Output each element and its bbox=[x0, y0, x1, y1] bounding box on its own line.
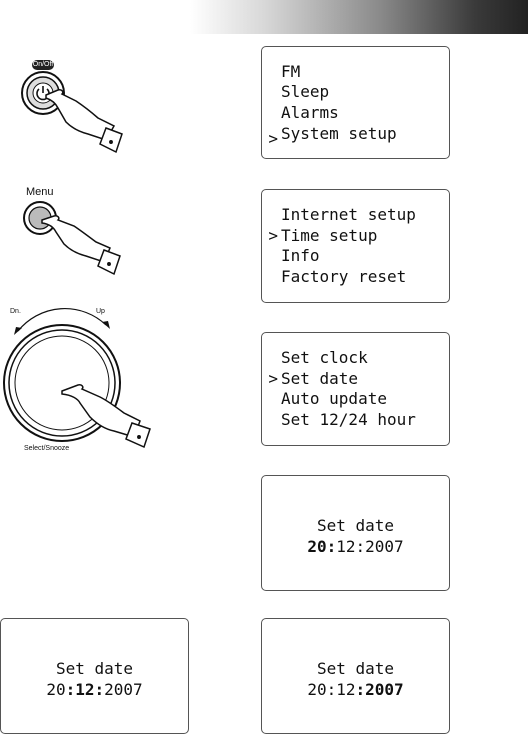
menu-item-internet-setup: Internet setup bbox=[281, 205, 416, 225]
date-separator: : bbox=[327, 680, 337, 699]
menu-item-set-date: Set date bbox=[281, 369, 358, 389]
date-separator: : bbox=[66, 680, 76, 699]
pointing-hand-icon bbox=[42, 216, 120, 274]
menu-item-auto-update: Auto update bbox=[281, 389, 387, 409]
lcd-screen-set-date-month: Set date 20:12:2007 bbox=[0, 618, 189, 734]
date-value: 20:12:2007 bbox=[1, 680, 188, 700]
menu-item-alarms: Alarms bbox=[281, 103, 339, 123]
pointing-hand-icon bbox=[46, 90, 122, 152]
date-value: 20:12:2007 bbox=[262, 537, 449, 557]
date-day-field: 20 bbox=[307, 680, 326, 699]
menu-item-sleep: Sleep bbox=[281, 82, 329, 102]
selection-cursor: > bbox=[266, 226, 278, 246]
date-year-field: 2007 bbox=[365, 537, 404, 556]
selection-cursor: > bbox=[266, 129, 278, 149]
date-month-field: 12 bbox=[336, 537, 355, 556]
menu-item-system-setup: System setup bbox=[281, 124, 397, 144]
date-day-field: 20 bbox=[46, 680, 65, 699]
menu-button-illustration[interactable]: Menu bbox=[18, 182, 128, 278]
set-date-title: Set date bbox=[1, 659, 188, 679]
lcd-screen-system-setup: > Internet setup Time setup Info Factory… bbox=[261, 189, 450, 303]
rotate-right-arrow-icon bbox=[102, 321, 110, 329]
set-date-title: Set date bbox=[262, 659, 449, 679]
date-value: 20:12:2007 bbox=[262, 680, 449, 700]
date-day-field: 20 bbox=[307, 537, 326, 556]
date-year-field: 2007 bbox=[104, 680, 143, 699]
lcd-screen-main-menu: > FM Sleep Alarms System setup bbox=[261, 46, 450, 159]
lcd-screen-set-date-year: Set date 20:12:2007 bbox=[261, 618, 450, 734]
rotate-left-arrow-icon bbox=[14, 327, 22, 335]
date-separator: : bbox=[356, 537, 366, 556]
menu-item-fm: FM bbox=[281, 62, 300, 82]
menu-item-factory-reset: Factory reset bbox=[281, 267, 406, 287]
knob-up-label: Up bbox=[96, 308, 105, 315]
date-month-field: 12 bbox=[75, 680, 94, 699]
date-separator: : bbox=[327, 537, 337, 556]
menu-item-set-12-24-hour: Set 12/24 hour bbox=[281, 410, 416, 430]
lcd-screen-time-setup: > Set clock Set date Auto update Set 12/… bbox=[261, 332, 450, 446]
knob-select-snooze-label: Select/Snooze bbox=[24, 445, 69, 452]
select-snooze-knob-illustration[interactable]: Dn. Up Select/Snooze bbox=[0, 305, 160, 455]
set-date-title: Set date bbox=[262, 516, 449, 536]
date-separator: : bbox=[356, 680, 366, 699]
menu-item-set-clock: Set clock bbox=[281, 348, 368, 368]
date-separator: : bbox=[95, 680, 105, 699]
date-year-field: 2007 bbox=[365, 680, 404, 699]
menu-item-info: Info bbox=[281, 246, 320, 266]
header-bar bbox=[0, 0, 528, 34]
menu-item-time-setup: Time setup bbox=[281, 226, 377, 246]
on-off-button-illustration[interactable]: On/Off bbox=[18, 56, 128, 156]
selection-cursor: > bbox=[266, 369, 278, 389]
date-month-field: 12 bbox=[336, 680, 355, 699]
knob-down-label: Dn. bbox=[10, 308, 21, 315]
lcd-screen-set-date-day: Set date 20:12:2007 bbox=[261, 475, 450, 591]
